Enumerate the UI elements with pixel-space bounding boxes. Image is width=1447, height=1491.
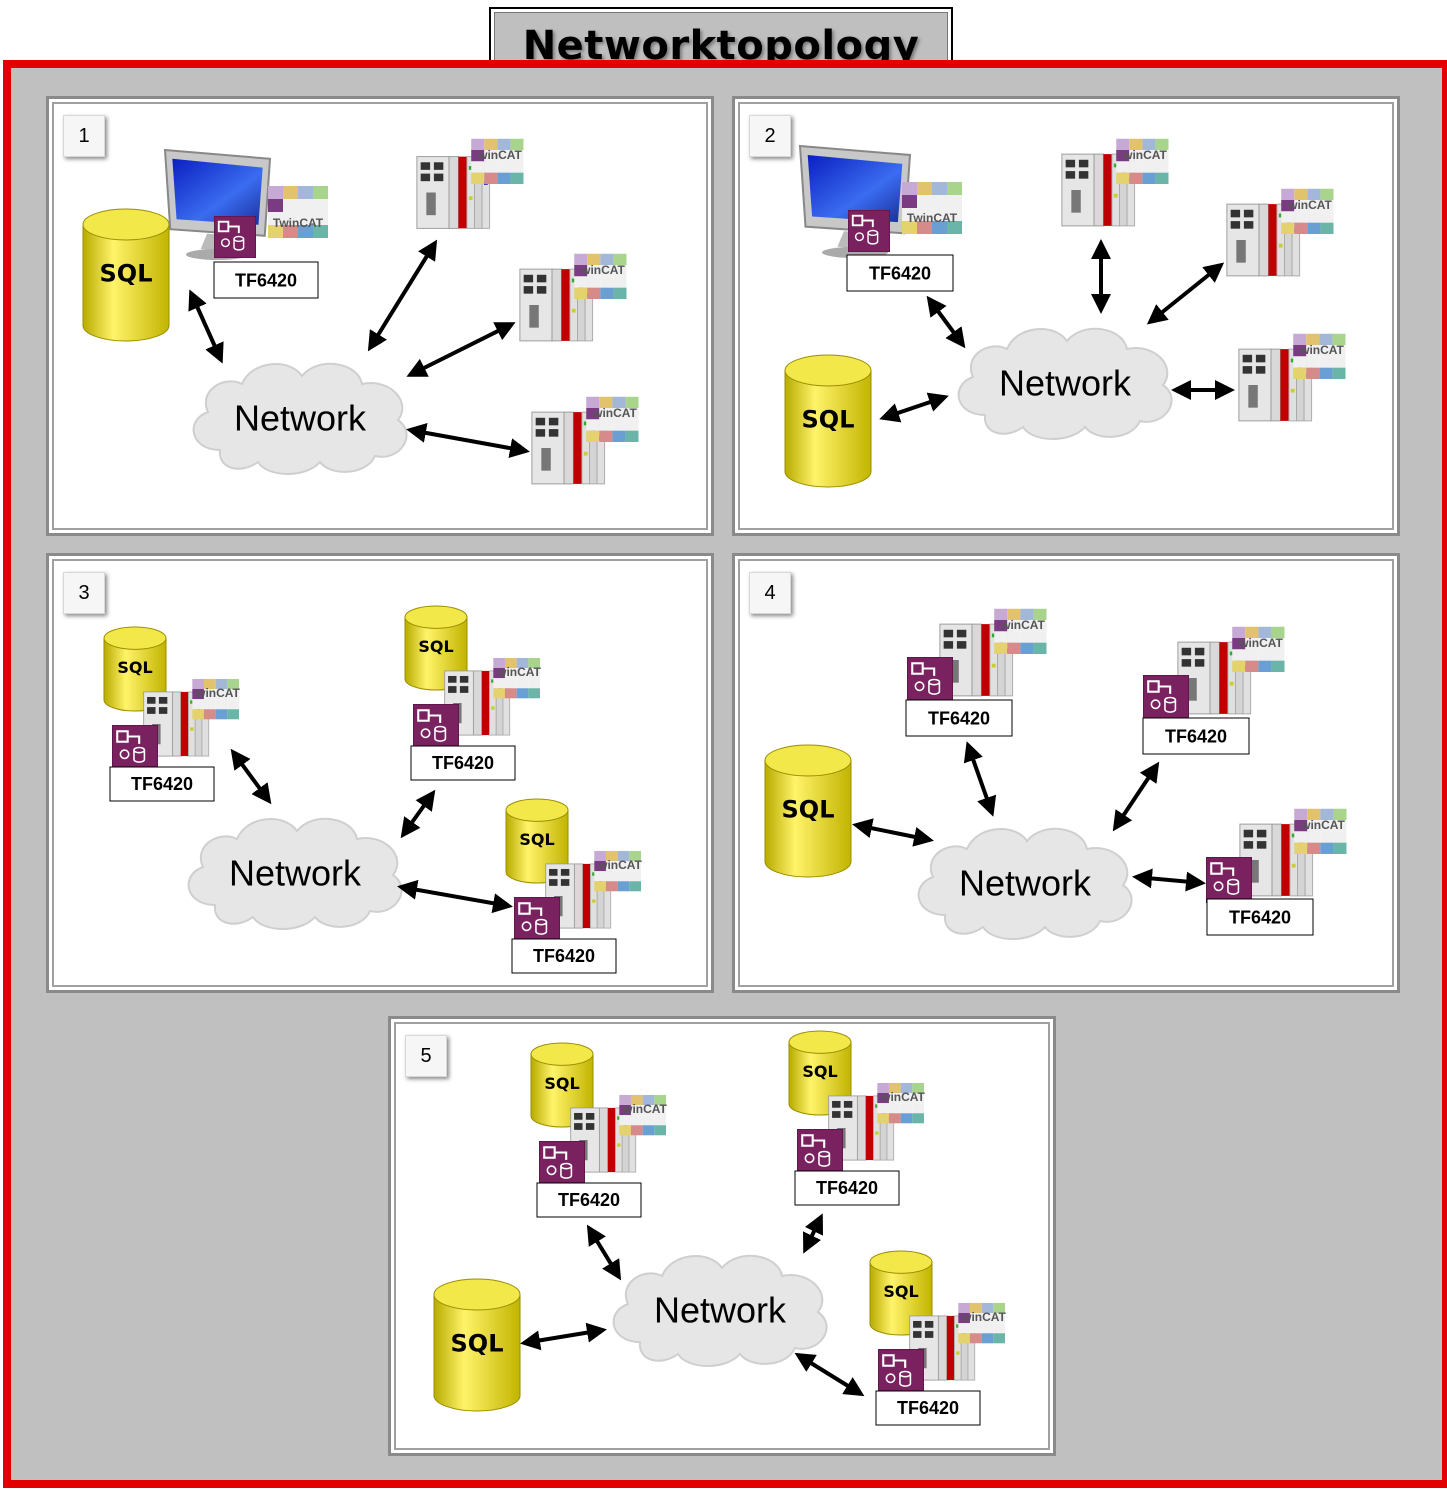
- panel-number: 2: [749, 115, 791, 157]
- panel-1: 1: [46, 96, 714, 536]
- panel-2: 2: [732, 96, 1400, 536]
- panel-number: 4: [749, 572, 791, 614]
- panel-number: 5: [405, 1035, 447, 1077]
- panel-5: 5: [388, 1016, 1056, 1456]
- panel-number: 3: [63, 572, 105, 614]
- panel-4: 4: [732, 553, 1400, 993]
- panel-number: 1: [63, 115, 105, 157]
- panel-3: 3: [46, 553, 714, 993]
